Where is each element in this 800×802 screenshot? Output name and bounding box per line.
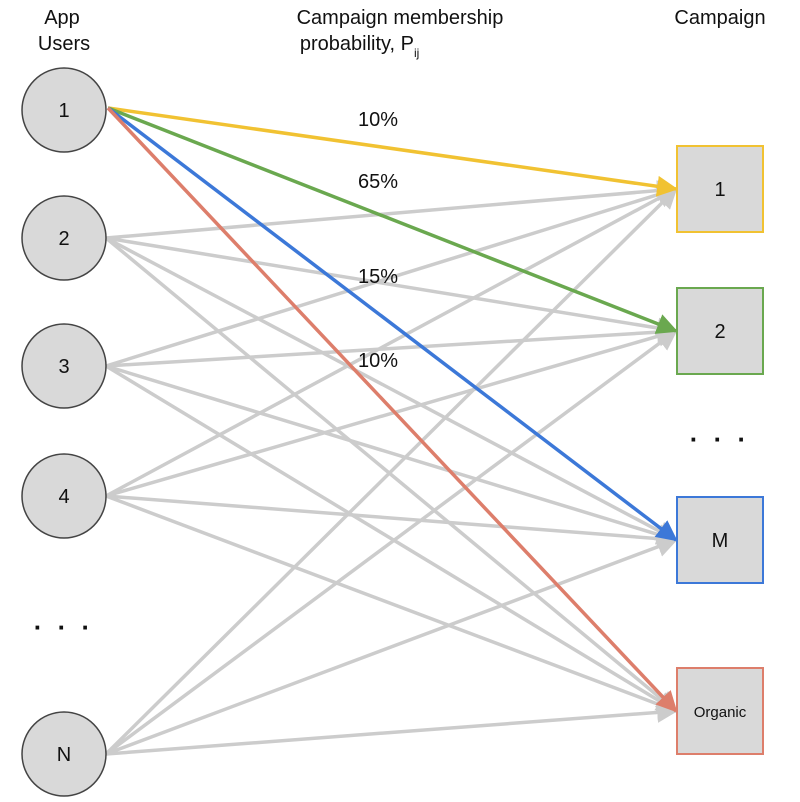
header-probability-subscript: ij — [414, 46, 419, 60]
edge-label-c1: 10% — [358, 109, 398, 131]
edge-u4-cO — [105, 494, 678, 715]
edge-u3-c2 — [105, 321, 679, 368]
campaign-node-cM: M — [676, 496, 764, 584]
edge-u4-c2 — [105, 326, 679, 498]
user-label: 1 — [58, 100, 69, 122]
campaign-node-cO: Organic — [676, 667, 764, 755]
user-circle — [21, 195, 107, 281]
campaign-node-c1: 1 — [676, 145, 764, 233]
campaign-box — [676, 287, 764, 375]
user-label: 2 — [58, 228, 69, 250]
user-node-N: N — [21, 711, 107, 797]
edge-u3-cM — [105, 364, 679, 545]
user-node-1: 1 — [21, 67, 107, 153]
campaign-label: 2 — [714, 321, 725, 343]
campaign-box — [676, 145, 764, 233]
header-probability: probability, P — [300, 33, 414, 55]
edge-u4-cM — [105, 494, 679, 550]
campaign-label: 1 — [714, 179, 725, 201]
edge-u2-cM — [105, 236, 678, 542]
user-node-3: 3 — [21, 323, 107, 409]
user-node-4: 4 — [21, 453, 107, 539]
edge-u2-cO — [104, 236, 678, 713]
user-label: 3 — [58, 356, 69, 378]
campaign-node-c2: 2 — [676, 287, 764, 375]
campaign-nodes: 1 2M Organic — [676, 145, 764, 755]
edge-u2-c1 — [105, 180, 679, 240]
header-campaign: Campaign — [674, 7, 765, 29]
user-circle — [21, 67, 107, 153]
edge-u3-c1 — [105, 184, 679, 368]
edge-label-cM: 15% — [358, 266, 398, 288]
campaign-box — [676, 667, 764, 755]
edge-u4-c1 — [105, 187, 678, 498]
user-circle — [21, 711, 107, 797]
highlighted-edge-u1-cO — [106, 106, 678, 713]
highlighted-edges — [106, 106, 679, 713]
header-users: Users — [38, 33, 90, 55]
campaigns-ellipsis: · · · — [690, 424, 750, 454]
highlighted-edge-u1-c1 — [107, 106, 679, 197]
user-circle — [21, 323, 107, 409]
edge-label-c2: 65% — [358, 171, 398, 193]
campaign-label: M — [712, 530, 729, 552]
edge-uN-c2 — [104, 329, 678, 756]
header-app: App — [44, 7, 80, 29]
user-label: 4 — [58, 486, 69, 508]
user-circle — [21, 453, 107, 539]
user-node-2: 2 — [21, 195, 107, 281]
user-nodes: 1 2 3 4N — [21, 67, 107, 797]
gray-edges — [104, 180, 679, 756]
edge-labels: 10% 65% 15% 10% — [358, 109, 398, 372]
edge-uN-c1 — [104, 187, 678, 756]
edge-uN-cO — [105, 701, 679, 756]
highlighted-edge-u1-cM — [106, 106, 678, 542]
campaign-box — [676, 496, 764, 584]
edge-uN-cM — [105, 536, 678, 756]
edge-u2-c2 — [105, 236, 679, 339]
users-ellipsis: · · · — [34, 612, 94, 642]
highlighted-edge-u1-c2 — [107, 106, 678, 334]
user-label: N — [57, 744, 71, 766]
edge-u3-cO — [105, 364, 678, 713]
campaign-label: Organic — [694, 704, 747, 721]
header-campaign-membership: Campaign membership — [297, 7, 504, 29]
edge-label-cO: 10% — [358, 350, 398, 372]
